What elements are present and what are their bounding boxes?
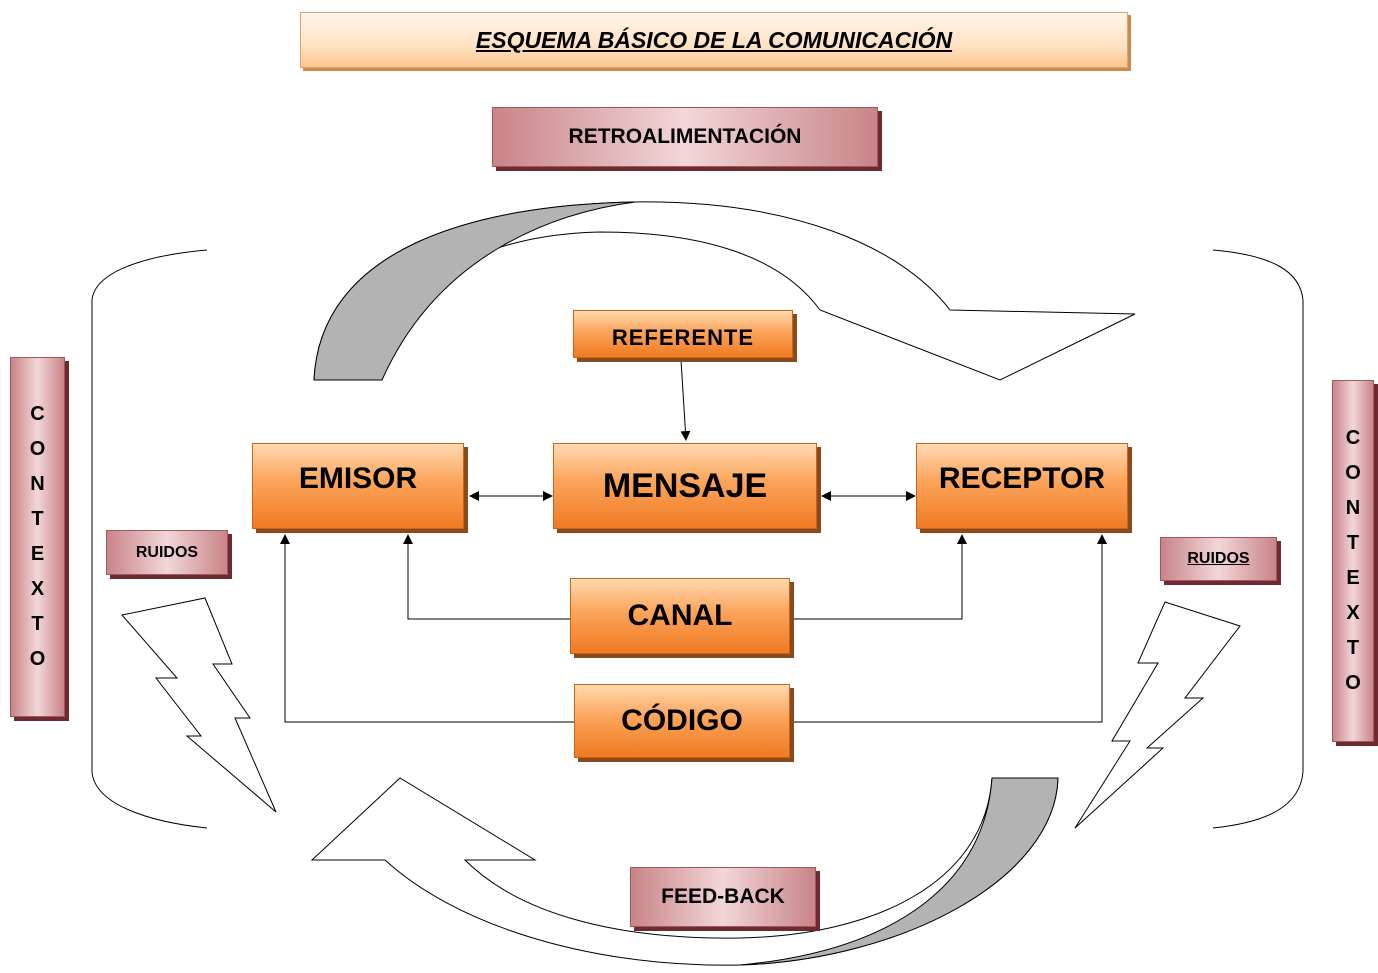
emisor-node: EMISOR — [252, 443, 464, 529]
feedback-label: FEED-BACK — [630, 867, 816, 927]
contexto-right-label: C O N T E X T O — [1332, 380, 1374, 742]
contexto-left-letter: E — [30, 543, 45, 565]
codigo-to-receptor-connector — [792, 534, 1107, 723]
context-bracket-right — [1212, 249, 1304, 829]
codigo-text: CÓDIGO — [621, 704, 743, 737]
retroalimentacion-text: RETROALIMENTACIÓN — [568, 125, 802, 148]
mensaje-text: MENSAJE — [602, 466, 768, 505]
contexto-right-letter: O — [1345, 672, 1361, 694]
receptor-node: RECEPTOR — [916, 443, 1128, 529]
contexto-right-letter: E — [1346, 567, 1360, 589]
contexto-left-letter: N — [30, 473, 45, 495]
contexto-right-letter: C — [1345, 427, 1361, 449]
canal-to-receptor-connector — [792, 534, 967, 620]
canal-node: CANAL — [570, 578, 790, 654]
feedback-text: FEED-BACK — [661, 885, 785, 908]
contexto-right-letter: X — [1346, 602, 1360, 624]
codigo-to-emisor-connector — [280, 534, 574, 723]
emisor-text: EMISOR — [298, 462, 418, 495]
retroalimentacion-label: RETROALIMENTACIÓN — [492, 107, 878, 167]
contexto-right-letter: T — [1346, 532, 1360, 554]
receptor-text: RECEPTOR — [938, 462, 1106, 495]
lightning-bolt-right — [1074, 601, 1241, 829]
bottom-arrow-shadow — [739, 777, 1059, 966]
contexto-left-letter: O — [29, 648, 46, 670]
ruidos-left-label: RUIDOS — [106, 530, 228, 575]
codigo-node: CÓDIGO — [574, 684, 790, 758]
contexto-left-letter: T — [31, 613, 44, 635]
contexto-right-letter: O — [1345, 462, 1361, 484]
canal-to-emisor-connector — [403, 534, 570, 620]
contexto-left-letter: C — [30, 403, 45, 425]
canal-text: CANAL — [627, 599, 733, 632]
mensaje-node: MENSAJE — [553, 443, 817, 529]
ruidos-right-label: RUIDOS — [1160, 537, 1277, 581]
contexto-left-label: C O N T E X T O — [10, 357, 65, 717]
contexto-right-letter: T — [1346, 637, 1360, 659]
contexto-right-letter: N — [1345, 497, 1361, 519]
referente-text: REFERENTE — [611, 325, 755, 350]
context-bracket-left — [91, 249, 208, 829]
ruidos-right-text: RUIDOS — [1187, 550, 1250, 567]
contexto-left-letter: O — [29, 438, 46, 460]
diagram-title-box: ESQUEMA BÁSICO DE LA COMUNICACIÓN — [300, 12, 1128, 68]
diagram-title: ESQUEMA BÁSICO DE LA COMUNICACIÓN — [475, 26, 953, 53]
referente-to-mensaje-arrow — [680, 359, 691, 441]
referente-node: REFERENTE — [573, 310, 793, 358]
contexto-left-letter: T — [31, 508, 44, 530]
contexto-left-letter: X — [30, 578, 45, 600]
lightning-bolt-left — [121, 597, 277, 813]
top-arrow-shadow — [313, 201, 636, 381]
ruidos-left-text: RUIDOS — [135, 543, 199, 561]
